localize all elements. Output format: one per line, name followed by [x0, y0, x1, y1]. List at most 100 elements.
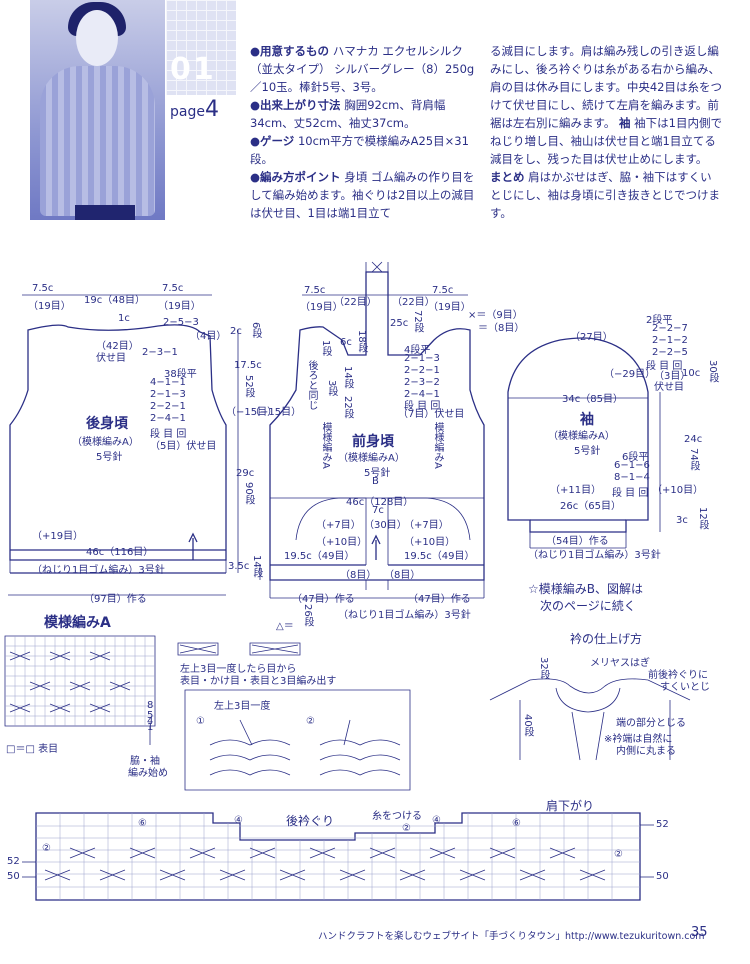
back-v-35: 3.5c [228, 561, 250, 572]
sleeve-w26: 26c（65目） [560, 501, 621, 512]
sleeve-cast: （54目）作る [546, 536, 609, 547]
back-top-left: 7.5c [32, 283, 54, 294]
front-arm-1: 2−1−3 [404, 353, 440, 364]
front-arm-2: 2−2−1 [404, 365, 440, 376]
back-neck-42: （42目） [96, 341, 139, 352]
front-b: B [372, 476, 379, 487]
back-neck-rows: 2−5−3 [163, 317, 199, 328]
bottom-row-50-right: 50 [656, 871, 669, 882]
front-w30: （30目） [364, 520, 407, 531]
neck-v32: 32段 [538, 657, 549, 680]
back-neck-4: （4目） [190, 331, 227, 342]
points-text: 身頃 ゴム編みの作り目をして編み始めます。袖ぐりは2目以上の減目は伏せ目、1目は… [250, 170, 475, 220]
front-inc10-left: （+10目） [316, 537, 368, 548]
front-inc10-right: （+10目） [404, 537, 456, 548]
sleeve-inc-2: 8−1−4 [614, 472, 650, 483]
front-needle: 5号針 [364, 468, 391, 479]
back-top-right: 7.5c [162, 283, 184, 294]
back-arm-5: 段 目 回 [150, 429, 187, 440]
sleeve-dec29: （−29目） [604, 369, 656, 380]
front-top-right-st: （19目） [428, 302, 471, 313]
sleeve-note-2: 次のページに続く [540, 599, 636, 613]
sleeve-v3c: 3c [676, 515, 688, 526]
sleeve-v30: 30段 [707, 360, 718, 383]
neck-label-1: メリヤスはぎ [590, 658, 650, 669]
model-photo [30, 0, 165, 220]
front-w195-left: 19.5c（49目） [284, 551, 355, 562]
back-top-left-stitches: （19目） [28, 301, 71, 312]
bottom-chart [22, 813, 654, 900]
front-v1: 1段 [320, 340, 331, 357]
front-arm-title: 4段平 [404, 345, 431, 356]
pattern-number: 01 [170, 52, 216, 87]
bottom-c2-left: ② [42, 843, 51, 854]
sleeve-text: 袖下は1目内側でねじり増し目、袖山は伏せ目と端1目立てる減目をし、残った目は伏せ… [490, 116, 722, 166]
back-neck-bind: 伏せ目 [96, 353, 126, 364]
front-arm-5: 段 目 回 [404, 401, 441, 412]
points-text-cont: る減目にします。肩は編み残しの引き返し編みにし、後ろ衿ぐりは糸がある右から編み、… [490, 44, 722, 130]
sleeve-v74: 74段 [688, 448, 699, 471]
front-left-a: 模様編みA [320, 422, 331, 469]
sleeve-needle: 5号針 [574, 446, 601, 457]
pattern-a-row-1: 1 [147, 722, 154, 733]
page-number: 35 [691, 925, 708, 940]
front-top-22-right: （22目） [392, 297, 435, 308]
sleeve-cap-1: 2−2−7 [652, 323, 688, 334]
sleeve-inc10: （+10目） [652, 485, 704, 496]
front-back-same: 後ろと同じ [306, 360, 317, 410]
sleeve-outline [508, 338, 660, 548]
back-neck-231: 2−3−1 [142, 347, 178, 358]
back-arm-1: 4−1−1 [150, 377, 186, 388]
front-v72: 72段 [412, 310, 423, 333]
sleeve-cap-5: （3目） [654, 371, 691, 382]
back-needle: 5号針 [96, 452, 123, 463]
back-v-175: 17.5c [234, 360, 262, 371]
neck-label-3: すくいとじ [660, 682, 710, 693]
front-cast47-right: （47目）作る [408, 594, 471, 605]
bottom-c4-right: ④ [432, 815, 441, 826]
back-width: 46c（116目） [86, 547, 154, 558]
materials-label: ●用意するもの [250, 44, 330, 58]
pattern-a-title: 模様編みA [44, 615, 111, 631]
bottom-neck-title: 後衿ぐり [286, 814, 335, 828]
back-v-90: 90段 [243, 482, 254, 505]
back-v-29: 29c [236, 468, 255, 479]
front-top-22-left: （22目） [334, 297, 377, 308]
front-body-outline [260, 262, 484, 598]
front-v3: 3段 [326, 380, 337, 397]
stitch-symbol-box [178, 643, 410, 790]
front-inc7-left: （+7目） [316, 520, 361, 531]
front-sub: （模様編みA） [338, 453, 405, 464]
sleeve-top: （27目） [570, 332, 613, 343]
step-2: ② [306, 716, 315, 727]
instructions-column-1: ●用意するもの ハマナカ エクセルシルク（並太タイプ） シルバーグレー（8）25… [250, 42, 482, 222]
front-rib: （ねじり1目ゴム編み）3号針 [338, 610, 471, 621]
back-dec: （−15目） [226, 407, 278, 418]
pattern-a-legend: □＝□ 表目 [6, 744, 59, 755]
size-text: 胸囲92cm、背肩幅34cm、丈52cm、袖丈37cm。 [250, 98, 446, 130]
sleeve-title: 袖 [580, 412, 594, 428]
page-reference: page4 [170, 97, 219, 122]
sleeve-rib: （ねじり1目ゴム編み）3号針 [528, 550, 661, 561]
front-w7c: 7c [372, 505, 384, 516]
front-v22: 22段 [342, 396, 353, 419]
footer-site: ハンドクラフトを楽しむウェブサイト「手づくりタウン」http://www.tez… [318, 931, 705, 942]
front-width: 46c（128目） [346, 497, 414, 508]
neck-v40: 40段 [522, 714, 533, 737]
front-inc7-right: （+7目） [404, 520, 449, 531]
front-arm-4: 2−4−1 [404, 389, 440, 400]
back-arm-title: 38段平 [164, 369, 197, 380]
back-arm-3: 2−2−1 [150, 401, 186, 412]
sleeve-v24: 24c [684, 434, 703, 445]
neck-label-2: 前後衿ぐりに [648, 670, 708, 681]
front-cast8-left: （8目） [340, 570, 377, 581]
back-body-outline [8, 295, 238, 595]
back-v-6: 6段 [250, 322, 261, 339]
sleeve-inc-1: 6−1−6 [614, 460, 650, 471]
sleeve-cap-3: 2−2−5 [652, 347, 688, 358]
front-tri: △＝ [276, 621, 294, 632]
front-dec-left: （−15目） [250, 407, 302, 418]
front-w195-right: 19.5c（49目） [404, 551, 475, 562]
back-top-right-stitches: （19目） [158, 301, 201, 312]
